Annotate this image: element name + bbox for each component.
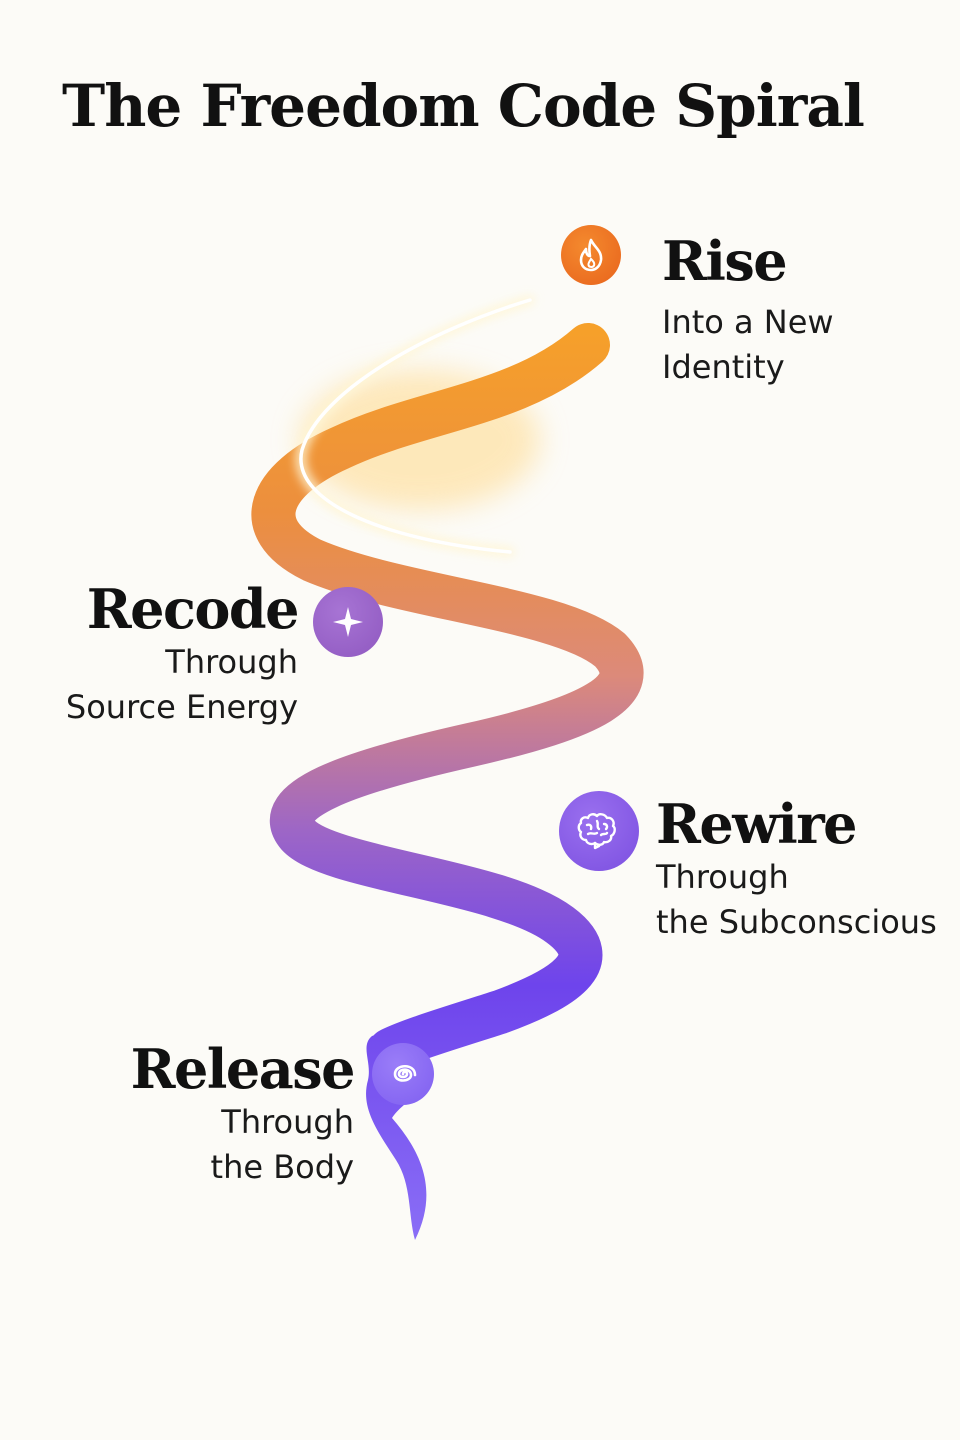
brain-icon [576, 810, 622, 852]
stage-rise-heading: Rise [662, 232, 834, 290]
rewire-badge [559, 791, 639, 871]
stage-release-line2: the Body [110, 1145, 354, 1190]
stage-rise-line2: Identity [662, 345, 834, 390]
stage-release-heading: Release [110, 1040, 354, 1098]
stage-release-line1: Through [110, 1100, 354, 1145]
stage-rise: Rise Into a New Identity [662, 232, 834, 390]
release-badge [372, 1043, 434, 1105]
stage-rewire: Rewire Through the Subconscious [656, 795, 937, 945]
recode-badge [313, 587, 383, 657]
swirl-icon [383, 1054, 423, 1094]
stage-rewire-heading: Rewire [656, 795, 937, 853]
stage-release: Release Through the Body [110, 1040, 354, 1190]
stage-rewire-line1: Through [656, 855, 937, 900]
stage-recode-line2: Source Energy [40, 685, 298, 730]
stage-rise-line1: Into a New [662, 300, 834, 345]
stage-recode-line1: Through [40, 640, 298, 685]
flame-icon [574, 237, 608, 273]
stage-rewire-line2: the Subconscious [656, 900, 937, 945]
stage-recode-heading: Recode [40, 580, 298, 638]
stage-recode: Recode Through Source Energy [40, 580, 298, 730]
rise-badge [561, 225, 621, 285]
sparkle-icon [330, 604, 366, 640]
